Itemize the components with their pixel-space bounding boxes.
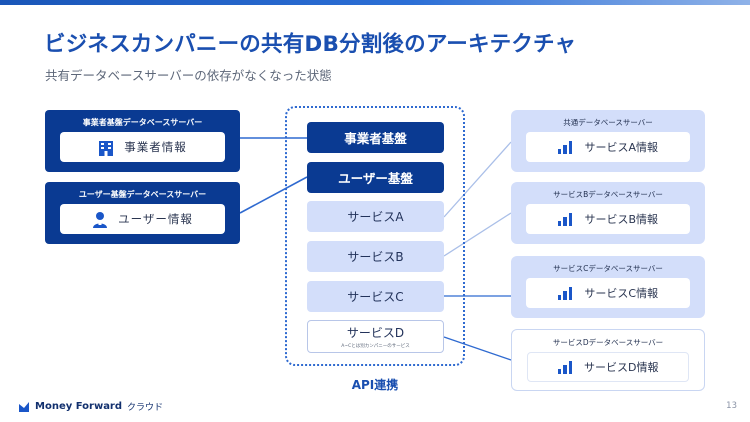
bar-chart-icon <box>557 286 573 300</box>
service-d-info-label: サービスD情報 <box>584 361 659 374</box>
page-title: ビジネスカンパニーの共有DB分割後のアーキテクチャ <box>44 32 577 57</box>
service-a-info-label: サービスA情報 <box>584 141 659 154</box>
brand-name: Money Forward <box>35 401 123 412</box>
business-info-card: 事業者情報 <box>60 132 225 162</box>
common-db-caption: 共通データベースサーバー <box>563 118 653 127</box>
service-c-db-server: サービスCデータベースサーバー サービスC情報 <box>511 256 705 318</box>
service-d-box: サービスD A~Cとは別カンパニーのサービス <box>307 320 444 353</box>
service-d-info-card: サービスD情報 <box>527 352 689 382</box>
page-number: 13 <box>726 401 737 411</box>
user-platform-box: ユーザー基盤 <box>307 162 444 193</box>
service-c-box: サービスC <box>307 281 444 312</box>
service-c-info-card: サービスC情報 <box>526 278 690 308</box>
page-subtitle: 共有データベースサーバーの依存がなくなった状態 <box>45 68 332 83</box>
service-c-db-caption: サービスCデータベースサーバー <box>553 264 663 273</box>
user-db-caption: ユーザー基盤データベースサーバー <box>78 190 207 199</box>
user-icon <box>93 211 108 228</box>
user-info-card: ユーザー情報 <box>60 204 225 234</box>
money-forward-logo: Money Forward クラウド <box>18 400 163 413</box>
service-c-info-label: サービスC情報 <box>584 287 659 300</box>
service-a-info-card: サービスA情報 <box>526 132 690 162</box>
service-b-info-label: サービスB情報 <box>584 213 659 226</box>
service-b-info-card: サービスB情報 <box>526 204 690 234</box>
business-db-caption: 事業者基盤データベースサーバー <box>82 118 203 127</box>
api-integration-frame <box>285 106 465 366</box>
service-d-note: A~Cとは別カンパニーのサービス <box>341 344 410 349</box>
bar-chart-icon <box>557 140 573 154</box>
money-forward-mark-icon <box>19 401 29 412</box>
user-db-server: ユーザー基盤データベースサーバー ユーザー情報 <box>45 182 240 244</box>
service-b-db-server: サービスBデータベースサーバー サービスB情報 <box>511 182 705 244</box>
business-info-label: 事業者情報 <box>124 140 187 154</box>
building-icon <box>99 140 114 156</box>
business-platform-box: 事業者基盤 <box>307 122 444 153</box>
service-d-label: サービスD <box>346 326 405 340</box>
api-integration-label: API連携 <box>351 378 399 392</box>
service-b-box: サービスB <box>307 241 444 272</box>
business-db-server: 事業者基盤データベースサーバー 事業者情報 <box>45 110 240 172</box>
service-a-box: サービスA <box>307 201 444 232</box>
service-d-db-server: サービスDデータベースサーバー サービスD情報 <box>511 329 705 391</box>
connector-user-to-db <box>239 176 308 214</box>
brand-suffix: クラウド <box>127 403 164 413</box>
connector-serviceA-to-db <box>443 141 512 218</box>
user-info-label: ユーザー情報 <box>118 212 193 226</box>
bar-chart-icon <box>557 360 572 374</box>
bar-chart-icon <box>557 212 573 226</box>
top-accent-bar <box>0 0 750 5</box>
service-d-db-caption: サービスDデータベースサーバー <box>552 338 664 347</box>
service-b-db-caption: サービスBデータベースサーバー <box>553 190 663 199</box>
common-db-server: 共通データベースサーバー サービスA情報 <box>511 110 705 172</box>
connector-serviceD-to-db <box>443 336 512 361</box>
connector-serviceB-to-db <box>443 212 512 257</box>
